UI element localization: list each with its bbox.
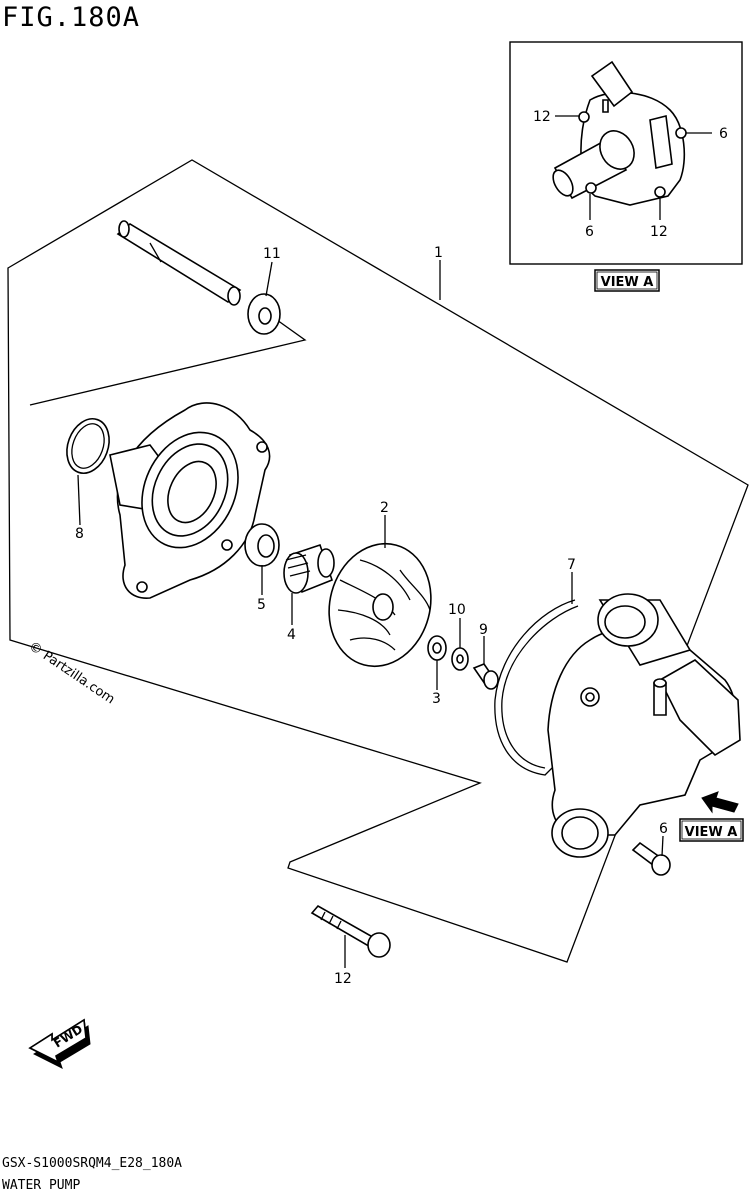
callout-6: 6 xyxy=(659,821,668,837)
view-a-pointer-label: VIEW A xyxy=(685,825,738,840)
bolt-part-12[interactable] xyxy=(310,904,391,958)
mechanical-seal-part-4[interactable] xyxy=(283,543,335,594)
callout-4: 4 xyxy=(287,627,296,643)
assembly-outline xyxy=(7,159,749,963)
washer-part-3[interactable] xyxy=(427,635,447,661)
inset-callout-12a: 12 xyxy=(533,109,551,125)
bolt-part-6[interactable] xyxy=(631,841,671,876)
view-a-box-label-text: VIEW A xyxy=(601,275,654,290)
callout-8: 8 xyxy=(75,526,84,542)
washer-part-11[interactable] xyxy=(247,293,281,335)
callout-7: 7 xyxy=(567,557,576,573)
callout-12: 12 xyxy=(334,971,352,987)
washer-part-10[interactable] xyxy=(451,647,469,671)
impeller-part-2[interactable] xyxy=(316,532,445,678)
callout-5: 5 xyxy=(257,597,266,613)
figure-title: FIG.180A xyxy=(2,2,141,33)
assembly-outline-fold xyxy=(29,314,307,406)
view-a-pointer: VIEW A xyxy=(679,791,744,842)
callout-2: 2 xyxy=(380,500,389,516)
fwd-arrow-icon: FWD xyxy=(28,1018,91,1069)
callout-3: 3 xyxy=(432,691,441,707)
o-ring-part-8[interactable] xyxy=(60,413,117,479)
bolt-part-9[interactable] xyxy=(472,663,499,690)
shaft-part[interactable] xyxy=(116,220,242,306)
inset-callout-12b: 12 xyxy=(650,224,668,240)
diagram-name: WATER PUMP xyxy=(2,1178,81,1193)
seal-part-5[interactable] xyxy=(244,523,280,567)
leader-lines xyxy=(77,260,664,968)
pump-cover-part[interactable] xyxy=(547,593,741,858)
inset-callout-6a: 6 xyxy=(719,126,728,142)
view-a-inset: 12 6 6 12 xyxy=(509,41,743,265)
callout-11: 11 xyxy=(263,246,281,262)
inset-callout-6b: 6 xyxy=(585,224,594,240)
diagram-code: GSX-S1000SRQM4_E28_180A xyxy=(2,1156,183,1171)
watermark: © Partzilla.com xyxy=(26,639,118,708)
callout-9: 9 xyxy=(479,622,488,638)
callout-1: 1 xyxy=(434,245,443,261)
gasket-part-7[interactable] xyxy=(494,599,579,776)
view-a-box-label: VIEW A xyxy=(594,269,660,292)
pump-housing-part[interactable] xyxy=(109,402,271,599)
callout-10: 10 xyxy=(448,602,466,618)
